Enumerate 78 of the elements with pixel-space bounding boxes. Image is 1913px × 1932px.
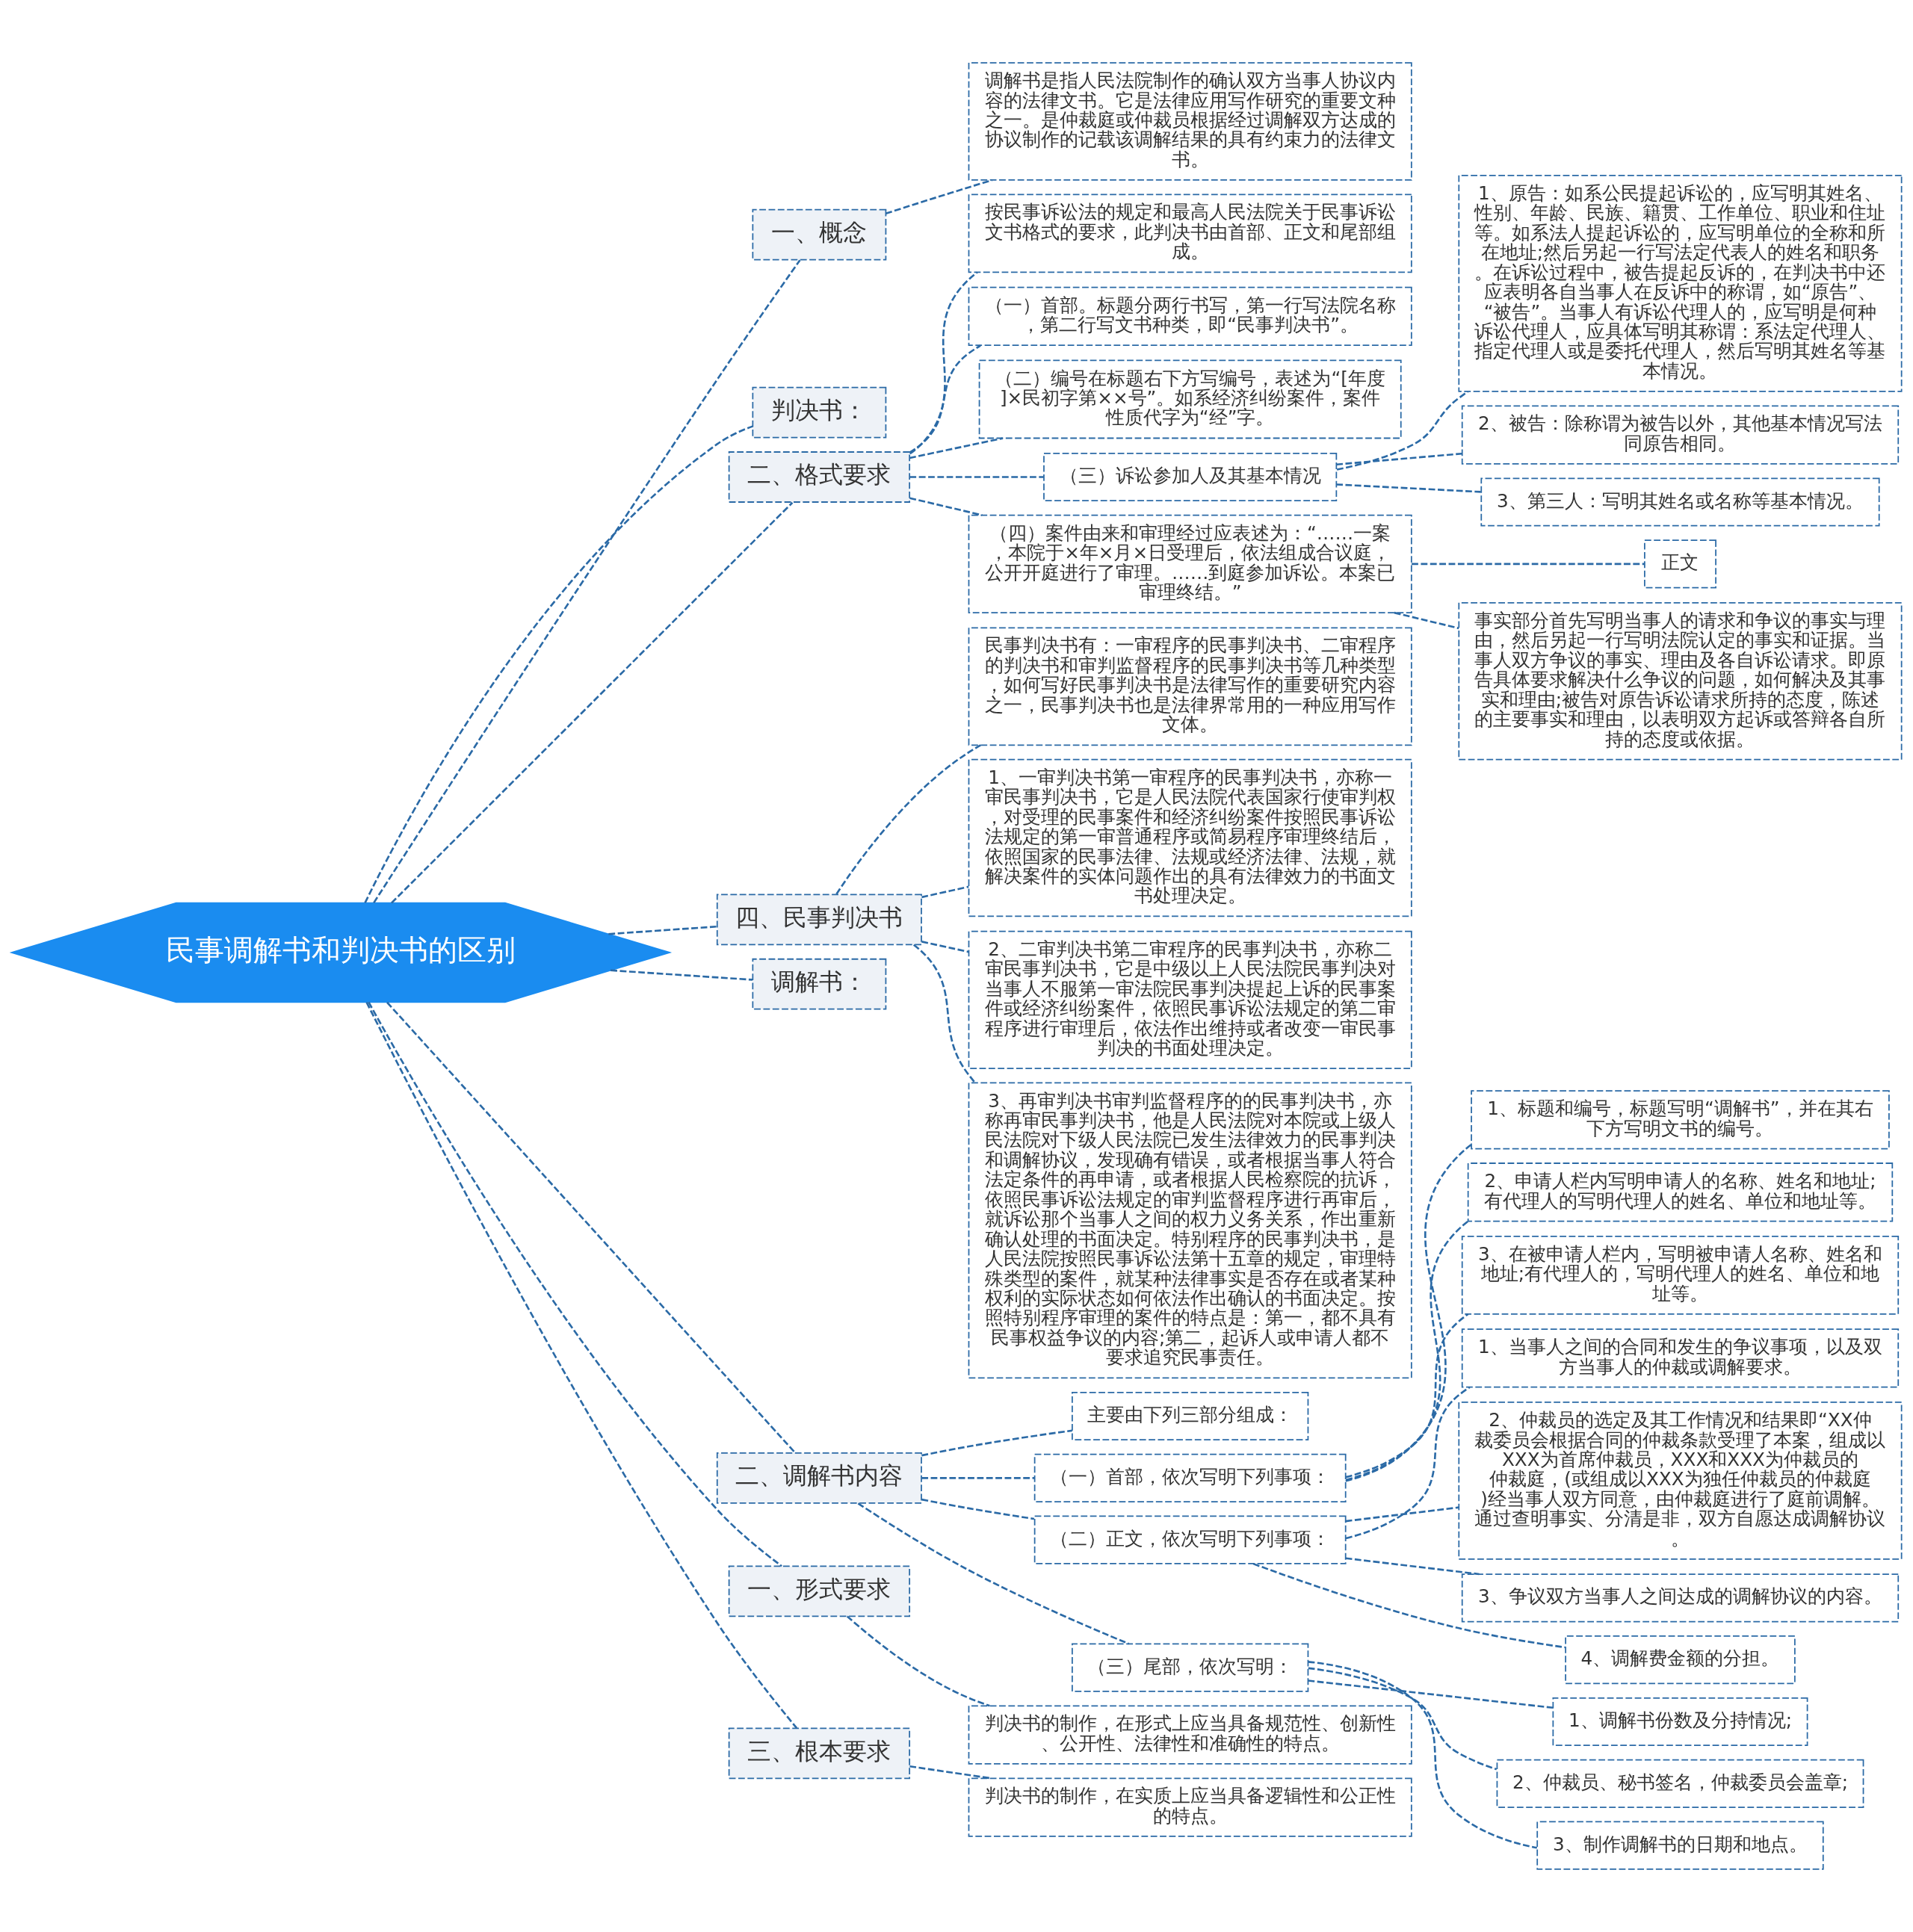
node-box: 事实部分首先写明当事人的请求和争议的事实与理由，然后另起一行写明法院认定的事实和证据。当事人双方争议的事实、理由及各自诉讼请求。即原告具体要求解决什么争议的问题，如何解决及其事实和理由;被告对原告诉讼请求所持的态度，陈述的主要事实和理由，以表明双方起诉或答辩各自所持的态度或依据。	[1458, 602, 1903, 761]
node-box: 四、民事判决书	[716, 894, 922, 946]
connector	[909, 437, 1004, 459]
node-box: 1、调解书份数及分持情况;	[1552, 1697, 1808, 1747]
connector	[1336, 391, 1469, 471]
connector	[921, 941, 969, 953]
node-box: 3、第三人：写明其姓名或名称等基本情况。	[1480, 477, 1880, 527]
connector	[857, 1502, 1130, 1645]
node-box: 3、再审判决书审判监督程序的的民事判决书，亦称再审民事判决书，他是人民法院对本院或上级人民法院对下级人民法院已发生法律效力的民事判决和调解协议，发现确有错误，或者根据当事人符合法定条件的再申请，或者根据人民检察院的抗诉，依照民事诉讼法规定的审判监督程序进行再审后，就诉讼那个当事人之间的权力义务关系，作出重新确认处理的书面决定。特别程序的民事判决书，是人民法院按照民事诉讼法第十五章的规定，审理特殊类型的案件，就某种法律事实是否存在或者某种权利的实际状态如何依法作出确认的书面决定。按照特别程序审理的案件的特点是：第一，都不具有民事权益争议的内容;第二，起诉人或申请人都不要求追究民事责任。	[968, 1082, 1412, 1379]
connector	[1345, 1506, 1459, 1523]
node-box: 1、一审判决书第一审程序的民事判决书，亦称一审民事判决书，它是人民法院代表国家行使审判权，对受理的民事案件和经济纠纷案件按照民事诉讼法规定的第一审普通程序或简易程序审理终结后，依照国家的民事法律、法规或经济法律、法规，就解决案件的实体问题作出的具有法律效力的书面文书处理决定。	[968, 758, 1412, 917]
connector	[1345, 1220, 1469, 1481]
connector	[368, 1001, 782, 1567]
connector	[391, 501, 794, 904]
node-box: 正文	[1644, 539, 1716, 589]
connector	[909, 271, 978, 455]
node-box: 4、调解费金额的分担。	[1565, 1635, 1796, 1685]
connector	[1345, 1386, 1471, 1540]
node-box: （二）编号在标题右下方写编号，表述为“[年度]×民初字第××号”。如系经济纠纷案件，案件性质代字为“经”字。	[978, 359, 1402, 439]
connector	[886, 179, 992, 215]
node-box: 1、当事人之间的合同和发生的争议事项，以及双方当事人的仲裁或调解要求。	[1461, 1328, 1900, 1388]
node-box: （三）诉讼参加人及其基本情况	[1043, 452, 1338, 502]
node-box: （二）正文，依次写明下列事项：	[1033, 1515, 1347, 1564]
node-box: 2、被告：除称谓为被告以外，其他基本情况写法同原告相同。	[1461, 405, 1900, 465]
node-box: 2、申请人栏内写明申请人的名称、姓名和地址;有代理人的写明代理人的姓名、单位和地址等。	[1467, 1162, 1894, 1222]
connector	[1345, 1313, 1469, 1479]
connector	[921, 1429, 1072, 1457]
node-box: 2、仲裁员的选定及其工作情况和结果即“XX仲裁委员会根据合同的仲裁条款受理了本案，组成以XXX为首席仲裁员，XXX和XXX为仲裁员的仲裁庭，(或组成以XXX为独任仲裁员的仲裁庭)经当事人双方同意，由仲裁庭进行了庭前调解。通过查明事实、分清是非，双方自愿达成调解协议。	[1458, 1402, 1903, 1560]
connector	[921, 1498, 1035, 1520]
node-box: 1、标题和编号，标题写明“调解书”，并在其右下方写明文书的编号。	[1471, 1090, 1890, 1150]
node-box: 一、形式要求	[728, 1565, 911, 1617]
connector	[1252, 1562, 1566, 1649]
node-box: 主要由下列三部分组成：	[1072, 1391, 1309, 1441]
connector	[365, 1002, 798, 1729]
connector	[1394, 611, 1459, 630]
node-box: 3、争议双方当事人之间达成的调解协议的内容。	[1461, 1573, 1900, 1623]
connector	[386, 1001, 796, 1454]
node-box: （一）首部。标题分两行书写，第一行写法院名称，第二行写文书种类，即“民事判决书”。	[968, 286, 1412, 347]
node-box: 3、制作调解书的日期和地点。	[1536, 1821, 1824, 1870]
connector	[364, 425, 753, 903]
node-box: 2、仲裁员、秘书签名，仲裁委员会盖章;	[1496, 1759, 1864, 1808]
node-box: 民事判决书有：一审程序的民事判决书、二审程序的判决书和审判监督程序的民事判决书等几种类型，如何写好民事判决书是法律写作的重要研究内容之一，民事判决书也是法律界常用的一种应用写作文体。	[968, 627, 1412, 746]
node-box: 判决书的制作，在形式上应当具备规范性、创新性、公开性、法律性和准确性的特点。	[968, 1705, 1412, 1765]
connector	[921, 885, 969, 899]
connector	[909, 1765, 992, 1780]
connector	[373, 259, 801, 904]
node-box: 2、二审判决书第二审程序的民事判决书，亦称二审民事判决书，它是中级以上人民法院民事判决对当事人不服第一审法院民事判决提起上诉的民事案件或经济纠纷案件，依照民事诉讼法规定的第二审程序进行审理后，依法作出维持或者改变一审民事判决的书面处理决定。	[968, 930, 1412, 1069]
connector	[835, 744, 981, 895]
node-box: 调解书是指人民法院制作的确认双方当事人协议内容的法律文书。它是法律应用写作研究的重要文种之一。是仲裁庭或仲裁员根据经过调解双方达成的协议制作的记载该调解结果的具有约束力的法律文书。	[968, 62, 1412, 181]
node-box: （四）案件由来和审理经过应表述为：“……一案，本院于×年×月×日受理后，依法组成合议庭，公开开庭进行了审理。……到庭参加诉讼。本案已审理终结。”	[968, 514, 1412, 613]
node-box: 3、在被申请人栏内，写明被申请人名称、姓名和地址;有代理人的，写明代理人的姓名、单位和地址等。	[1461, 1235, 1900, 1315]
node-box: 判决书：	[752, 386, 887, 439]
connector	[1308, 1679, 1554, 1709]
connector	[921, 1477, 1035, 1479]
connector	[1345, 1557, 1480, 1576]
node-box: （三）尾部，依次写明：	[1072, 1643, 1309, 1692]
connector	[1336, 452, 1462, 466]
node-box: 调解书：	[752, 958, 887, 1010]
node-box: 判决书的制作，在实质上应当具备逻辑性和公正性的特点。	[968, 1777, 1412, 1837]
connector	[1345, 1144, 1472, 1482]
connector	[608, 925, 717, 935]
connector	[846, 1615, 990, 1707]
connector	[1412, 563, 1645, 566]
connector	[909, 497, 983, 516]
node-box: （一）首部，依次写明下列事项：	[1033, 1453, 1347, 1502]
connector	[1308, 1667, 1498, 1771]
connector	[1308, 1661, 1538, 1849]
connector	[1336, 483, 1481, 493]
node-box: 一、概念	[752, 208, 887, 261]
node-box: 二、格式要求	[728, 451, 911, 503]
connector	[912, 944, 976, 1083]
connector	[909, 344, 981, 453]
node-box: 二、调解书内容	[716, 1452, 922, 1504]
node-box: 1、原告：如系公民提起诉讼的，应写明其姓名、性别、年龄、民族、籍贯、工作单位、职业和住址等。如系法人提起诉讼的，应写明单位的全称和所在地址;然后另起一行写法定代表人的姓名和职务。在诉讼过程中，被告提起反诉的，在判决书中还应表明各自当事人在反诉中的称谓，如“原告”、“被告”。当事人有诉讼代理人的，应写明是何种诉讼代理人，应具体写明其称谓：系法定代理人、指定代理人或是委托代理人，然后写明其姓名等基本情况。	[1458, 174, 1903, 392]
connector	[909, 476, 1044, 478]
node-box: 按民事诉讼法的规定和最高人民法院关于民事诉讼文书格式的要求，此判决书由首部、正文和尾部组成。	[968, 193, 1412, 273]
connector	[610, 969, 753, 981]
node-box: 三、根本要求	[728, 1727, 911, 1780]
